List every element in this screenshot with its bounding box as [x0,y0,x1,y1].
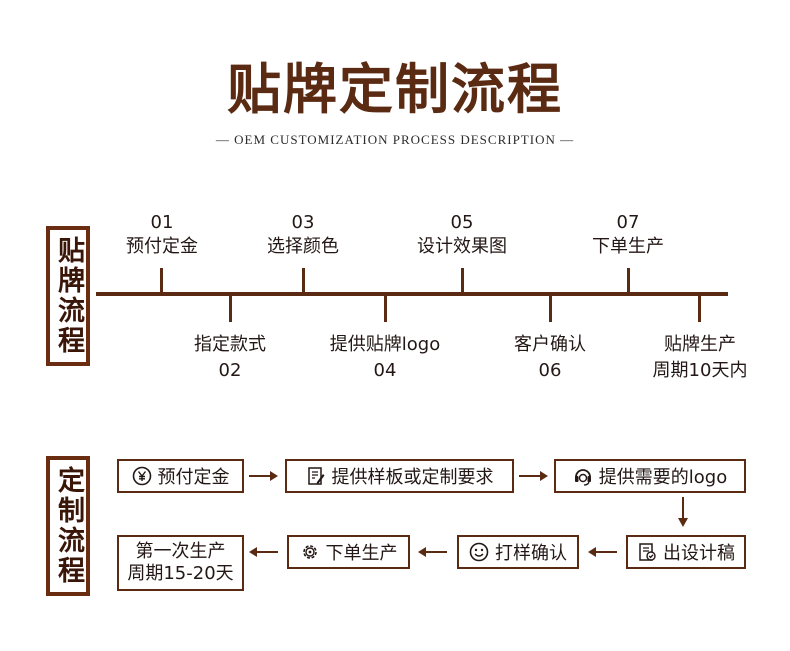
step-label-02: 指定款式 [194,334,266,355]
page-title: 贴牌定制流程 [227,57,563,121]
flow-arrow-right-2 [519,471,548,481]
timeline-tick-03 [302,268,305,294]
flow-step-logo-label: 提供需要的logo [598,467,728,488]
step-label-04: 提供贴牌logo [329,334,441,355]
smile-icon [469,542,489,562]
step-number-05: 05 [450,212,474,233]
step-number-02: 02 [218,360,242,381]
yen-coin-icon [132,466,152,486]
step-number-03: 03 [291,212,315,233]
page-subtitle: — OEM CUSTOMIZATION PROCESS DESCRIPTION … [215,132,575,147]
headset-icon [573,466,593,486]
flow-arrow-right-1 [249,471,278,481]
step-number-07: 07 [616,212,640,233]
oem-process-label: 贴牌流程 [46,226,90,366]
timeline-tick-04 [384,296,387,322]
flow-final-line1: 第一次生产 [135,541,226,562]
flow-arrow-left-2 [418,547,447,557]
custom-process-label: 定制流程 [46,456,90,596]
flow-step-design-label: 出设计稿 [663,543,735,564]
gear-icon [300,542,320,562]
checklist-icon [637,542,657,562]
timeline-tick-07 [627,268,630,294]
flow-arrow-left-1 [588,547,617,557]
final-step-label: 贴牌生产 [664,334,736,355]
timeline-tick-05 [461,268,464,294]
flow-step-proof-label: 打样确认 [495,543,567,564]
timeline-tick-01 [160,268,163,294]
flow-step-logo: 提供需要的logo [554,459,746,493]
timeline-line [96,292,728,296]
flow-step-production: 下单生产 [287,535,410,569]
flow-step-sample-label: 提供样板或定制要求 [331,467,494,488]
step-label-01: 预付定金 [126,236,198,257]
step-number-06: 06 [538,360,562,381]
flow-final-line2: 周期15-20天 [127,563,234,584]
timeline-tick-02 [229,296,232,322]
flow-step-design: 出设计稿 [626,535,746,569]
timeline-tick-final [698,296,701,322]
step-label-06: 客户确认 [514,334,586,355]
step-label-07: 下单生产 [592,236,664,257]
flow-step-final: 第一次生产 周期15-20天 [117,535,244,591]
step-number-04: 04 [373,360,397,381]
flow-step-deposit: 预付定金 [117,459,244,493]
flow-arrow-down [678,497,688,527]
document-edit-icon [306,466,326,486]
step-label-03: 选择颜色 [267,236,339,257]
flow-step-sample: 提供样板或定制要求 [285,459,514,493]
timeline-tick-06 [549,296,552,322]
custom-process-label-text: 定制流程 [53,466,84,586]
flow-step-production-label: 下单生产 [325,543,398,564]
oem-process-label-text: 贴牌流程 [53,236,84,356]
step-label-05: 设计效果图 [417,236,507,257]
flow-step-proof: 打样确认 [457,535,579,569]
step-number-01: 01 [150,212,174,233]
final-step-duration: 周期10天内 [652,360,748,381]
flow-arrow-left-3 [249,547,278,557]
flow-step-deposit-label: 预付定金 [157,467,230,488]
